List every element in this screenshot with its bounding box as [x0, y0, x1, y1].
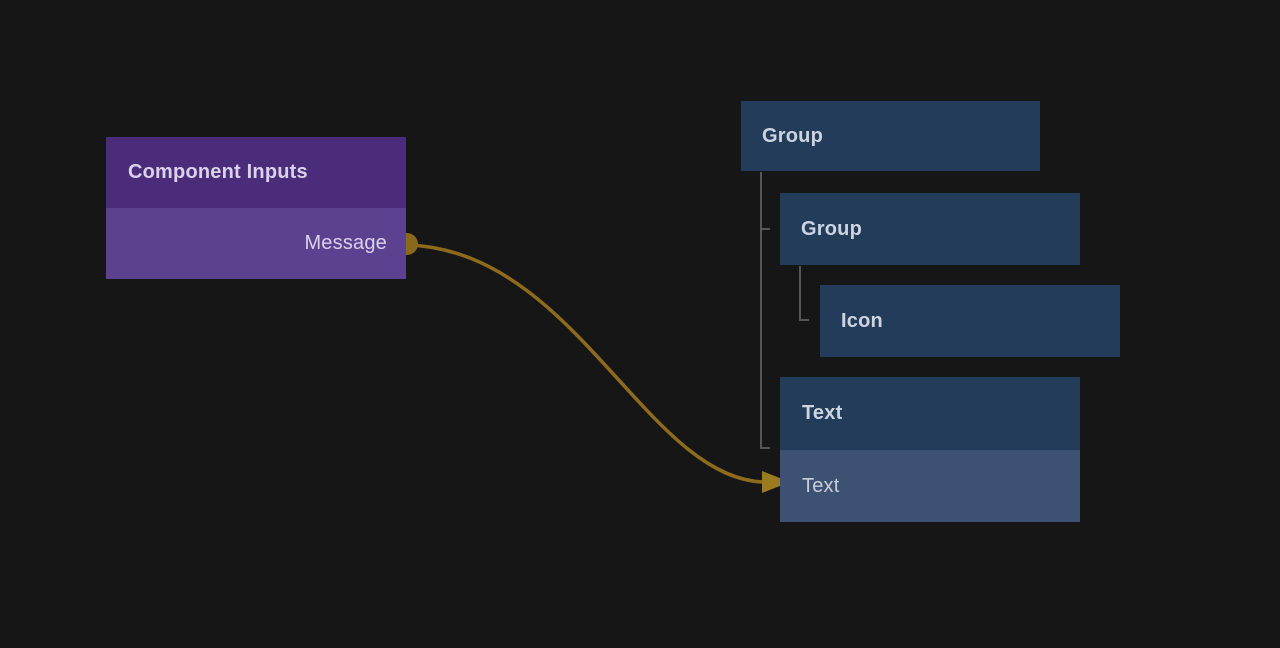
- node-title: Icon: [841, 309, 883, 332]
- layer-node-group-root[interactable]: Group: [741, 101, 1040, 171]
- tree-connector-line: [799, 266, 809, 321]
- layer-node-text[interactable]: Text Text: [780, 377, 1080, 522]
- text-node-header[interactable]: Text: [780, 377, 1080, 450]
- output-label: Message: [304, 232, 387, 254]
- layer-node-icon[interactable]: Icon: [820, 285, 1120, 357]
- message-output-row[interactable]: Message: [106, 208, 406, 279]
- input-label: Text: [802, 474, 840, 497]
- node-title: Component Inputs: [128, 161, 308, 183]
- layer-node-group-child[interactable]: Group: [780, 193, 1080, 265]
- connection-wire[interactable]: [406, 243, 764, 484]
- node-title: Group: [762, 124, 823, 147]
- node-title: Text: [802, 402, 843, 424]
- component-inputs-node[interactable]: Component Inputs Message: [106, 137, 406, 279]
- text-input-row[interactable]: Text: [780, 450, 1080, 522]
- tree-connector-line: [760, 172, 770, 449]
- node-title: Group: [801, 217, 862, 240]
- component-inputs-header[interactable]: Component Inputs: [106, 137, 406, 208]
